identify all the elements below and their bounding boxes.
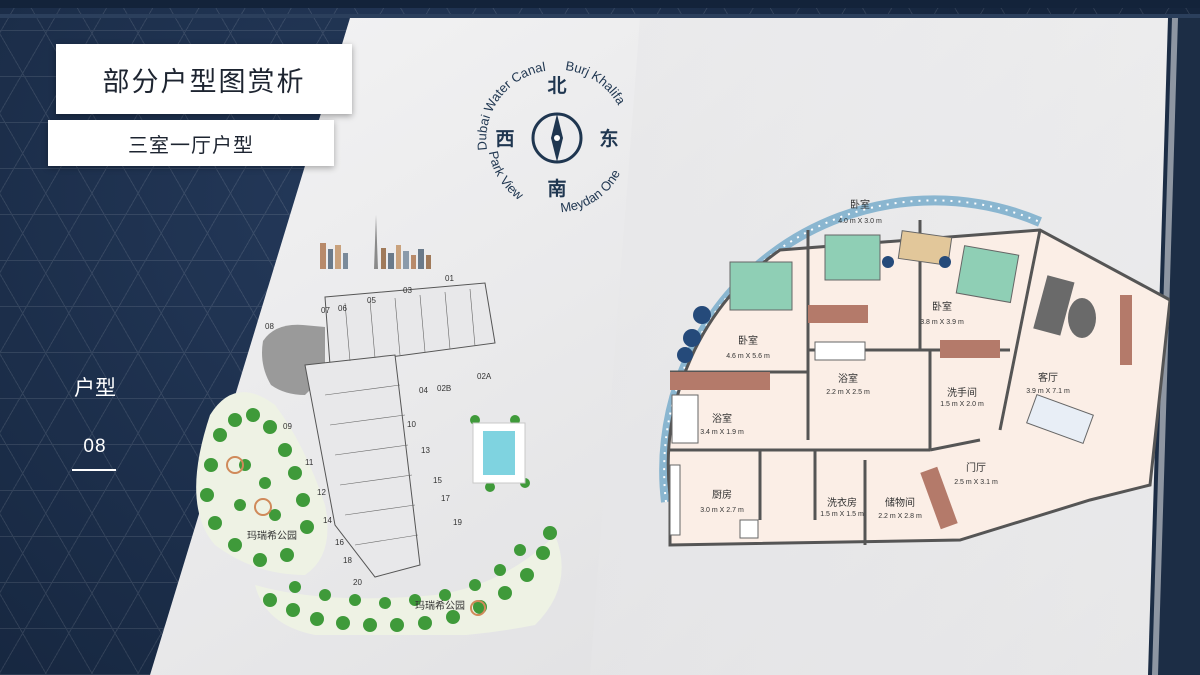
dining-table-icon <box>1026 394 1094 444</box>
entry-cabinet <box>920 466 958 530</box>
bathtub-icon-2 <box>814 341 866 361</box>
room-name-foyer: 门厅 <box>966 461 986 474</box>
room-name-bedroom-3: 卧室 <box>932 300 952 313</box>
wardrobe-bedroom-1 <box>808 305 868 323</box>
unit-06: 06 <box>338 304 347 313</box>
wardrobe-bedroom-2 <box>670 372 770 390</box>
compass-east: 东 <box>599 127 618 150</box>
building-wing-south <box>304 354 421 578</box>
compass-ring-park-view: Park View <box>486 150 527 203</box>
unit-04: 04 <box>419 386 428 395</box>
room-size-bathroom-2: 3.4 m X 1.9 m <box>700 429 744 436</box>
compass-ring-meydan-one: Meydan One <box>559 167 623 215</box>
room-size-powder-room: 1.5 m X 2.0 m <box>940 401 984 408</box>
tree-icons <box>200 408 557 632</box>
city-skyline-icon <box>320 215 431 269</box>
unit-type-label: 户型 <box>74 377 116 400</box>
unit-15: 15 <box>433 476 442 485</box>
unit-18: 18 <box>343 556 352 565</box>
unit-13: 13 <box>421 446 430 455</box>
room-size-bathroom-1: 2.2 m X 2.5 m <box>826 389 870 396</box>
top-line <box>0 14 1200 18</box>
unit-11: 11 <box>305 458 314 467</box>
compass: Dubai Water Canal Burj Khalifa Park View… <box>474 58 629 215</box>
sofa-icon <box>1033 275 1075 336</box>
unit-08: 08 <box>265 322 274 331</box>
room-name-kitchen: 厨房 <box>712 488 732 501</box>
room-name-living-room: 客厅 <box>1038 371 1058 384</box>
fountain-icon-3 <box>470 600 486 616</box>
armchair-icons <box>677 256 951 363</box>
room-size-foyer: 2.5 m X 3.1 m <box>954 479 998 486</box>
unit-14: 14 <box>323 516 332 525</box>
stove-icon <box>739 519 759 539</box>
unit-type-underline <box>72 469 116 471</box>
unit-17: 17 <box>441 494 450 503</box>
room-size-bedroom-3: 3.8 m X 3.9 m <box>920 319 964 326</box>
unit-05: 05 <box>367 296 376 305</box>
bed-icon-bedroom-3 <box>955 245 1020 304</box>
room-size-bedroom-1: 4.0 m X 3.0 m <box>838 218 882 225</box>
bathtub-icon-1 <box>671 394 699 444</box>
site-plan: 01 02A 02B 03 04 05 06 07 08 09 10 11 12… <box>196 215 562 635</box>
unit-type-number: 08 <box>83 436 107 457</box>
room-size-storage: 2.2 m X 2.8 m <box>878 513 922 520</box>
unit-19: 19 <box>453 518 462 527</box>
tv-unit <box>1120 295 1132 365</box>
bed-icon-bedroom-1 <box>824 234 881 281</box>
unit-12: 12 <box>317 488 326 497</box>
fountain-icon-1 <box>226 456 244 474</box>
room-size-laundry: 1.5 m X 1.5 m <box>820 511 864 518</box>
unit-20: 20 <box>353 578 362 587</box>
room-name-powder-room: 洗手间 <box>947 386 977 399</box>
room-name-bedroom-1: 卧室 <box>850 198 870 211</box>
building-wing-north <box>324 282 496 366</box>
compass-west: 西 <box>495 129 514 150</box>
room-name-storage: 储物间 <box>885 496 915 509</box>
room-size-kitchen: 3.0 m X 2.7 m <box>700 507 744 514</box>
compass-ring-burj-khalifa: Burj Khalifa <box>564 58 629 108</box>
unit-07: 07 <box>321 306 330 315</box>
room-size-living-room: 3.9 m X 7.1 m <box>1026 388 1070 395</box>
desk-icon <box>897 230 953 266</box>
room-size-bedroom-2: 4.6 m X 5.6 m <box>726 353 770 360</box>
kitchen-counter <box>669 464 681 536</box>
compass-south: 南 <box>547 178 566 200</box>
unit-03: 03 <box>403 286 412 295</box>
bed-icon-bedroom-2 <box>729 261 793 311</box>
unit-01: 01 <box>445 274 454 283</box>
fountain-icon-2 <box>254 498 272 516</box>
park-label-south: 玛瑞希公园 <box>415 599 465 612</box>
unit-10: 10 <box>407 420 416 429</box>
unit-02b: 02B <box>437 384 451 393</box>
unit-02a: 02A <box>477 372 492 381</box>
page-title: 部分户型图赏析 <box>56 44 352 114</box>
room-name-laundry: 洗衣房 <box>827 496 857 509</box>
room-name-bathroom-1: 浴室 <box>838 372 858 385</box>
wardrobe-bedroom-3 <box>940 340 1000 358</box>
room-name-bathroom-2: 浴室 <box>712 412 732 425</box>
top-bar <box>0 0 1200 8</box>
pool <box>483 431 515 475</box>
room-name-bedroom-2: 卧室 <box>738 334 758 347</box>
compass-north: 北 <box>547 75 566 97</box>
unit-09: 09 <box>283 422 292 431</box>
page-subtitle: 三室一厅户型 <box>48 120 334 166</box>
coffee-table-icon <box>1068 298 1096 338</box>
unit-16: 16 <box>335 538 344 547</box>
park-label-west: 玛瑞希公园 <box>247 529 297 542</box>
floor-plan: 卧室 4.0 m X 3.0 m 卧室 4.6 m X 5.6 m 卧室 3.8… <box>659 195 1170 547</box>
